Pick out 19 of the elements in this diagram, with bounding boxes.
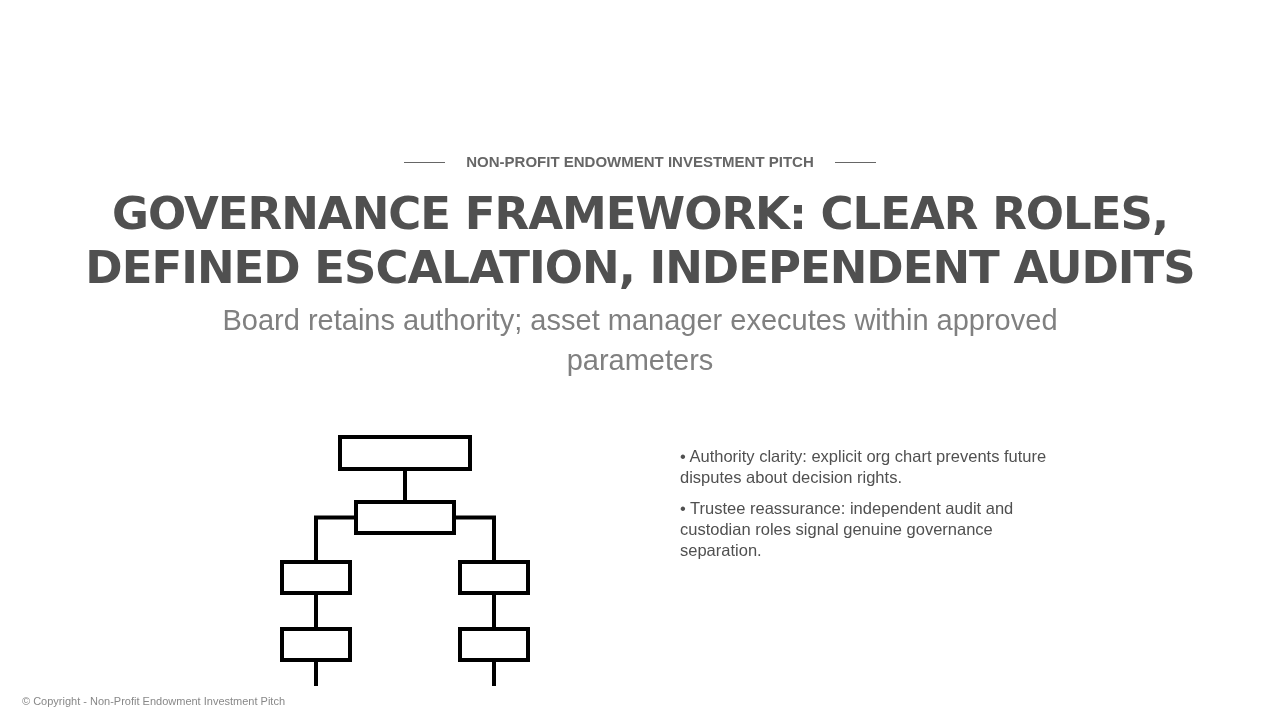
org-chart-box	[338, 435, 472, 471]
footer-text: © Copyright - Non-Profit Endowment Investment Pitch	[22, 695, 286, 707]
connector-line	[403, 471, 407, 500]
org-chart-box	[458, 560, 530, 595]
kicker-text: NON-PROFIT ENDOWMENT INVESTMENT PITCH	[466, 153, 814, 170]
connector-line	[314, 662, 318, 686]
org-chart-box	[354, 500, 456, 535]
slide-title: GOVERNANCE FRAMEWORK: CLEAR ROLES, DEFINED ESCALATION, INDEPENDENT AUDITS	[84, 187, 1196, 295]
subtitle: Board retains authority; asset manager executes within approved parameters	[221, 303, 1059, 378]
connector-line	[492, 662, 496, 686]
org-chart-box	[458, 627, 530, 662]
connector-line	[456, 515, 496, 560]
org-chart-box	[280, 560, 352, 595]
connector-line	[314, 515, 354, 560]
bullet-point: • Trustee reassurance: independent audit and custodian roles signal genuine governance separation.	[680, 498, 1015, 561]
org-chart-box	[280, 627, 352, 662]
bullet-point: • Authority clarity: explicit org chart prevents future disputes about decision rights.	[680, 446, 1048, 488]
connector-line	[314, 595, 318, 627]
connector-line	[492, 595, 496, 627]
